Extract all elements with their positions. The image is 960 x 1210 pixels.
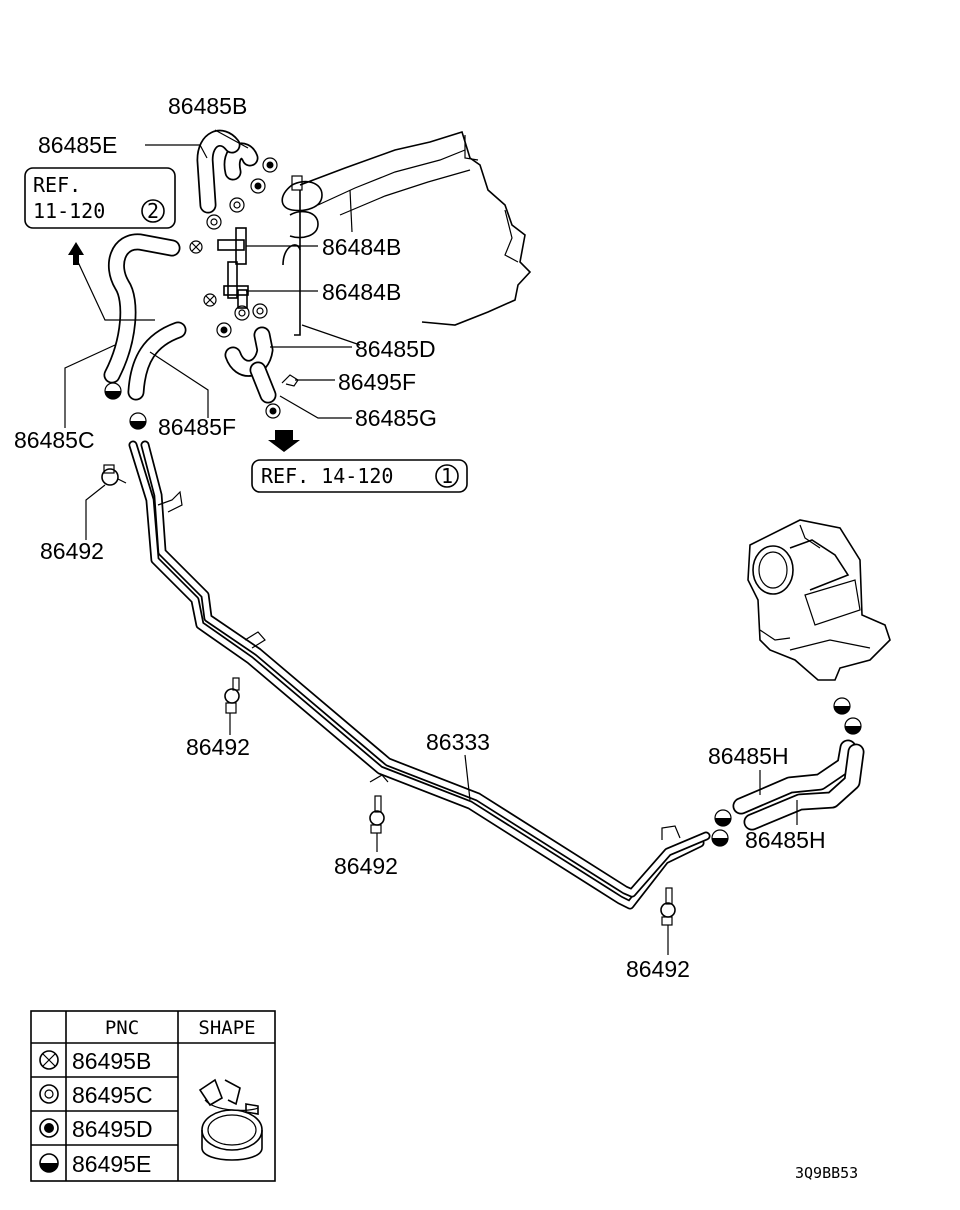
bolt-icon [224,677,240,714]
table-header-pnc: PNC [105,1017,139,1039]
clamp-half-filled-icon [104,382,862,847]
arrow-down-icon [268,430,300,452]
table-header-shape: SHAPE [198,1017,255,1039]
ref-box-line2: 11-120 [33,199,105,223]
upper-hose-assembly [103,129,277,404]
clamp-crossed-icon [189,240,203,254]
label-86485C: 86485C [14,427,95,453]
label-86485F: 86485F [158,414,236,440]
label-86333: 86333 [426,729,490,755]
table-row-pnc: 86495B [72,1048,151,1074]
upper-clamps [104,157,862,847]
table-row-pnc: 86495E [72,1151,151,1177]
double-circle-icon [39,1084,59,1104]
label-86485B: 86485B [168,93,247,119]
transmission-housing-illustration [281,130,532,346]
half-filled-circle-icon [39,1153,59,1173]
label-86484B-lower: 86484B [322,279,401,305]
hose-clamp-shape-icon [198,1078,263,1161]
rear-heater-housing-illustration [747,519,891,681]
label-86492-d: 86492 [626,956,690,982]
ref-box-circle-number: 2 [147,199,159,223]
label-86492-a: 86492 [40,538,104,564]
bolt-icon [369,795,385,834]
clamp-filled-dot-icon [216,157,281,419]
label-86484B-upper: 86484B [322,234,401,260]
ref-box-11-120[interactable]: REF. 11-120 2 [24,167,176,229]
mount-bolts [101,464,676,926]
part-labels: 86485B 86485E 86484B 86484B 86485D 86495… [14,93,826,982]
label-86485H-upper: 86485H [708,743,789,769]
leader-lines [64,129,798,955]
label-86492-b: 86492 [186,734,250,760]
bolt-icon [101,464,127,486]
ref-box-14-120[interactable]: REF. 14-120 1 [251,459,468,493]
label-86485G: 86485G [355,405,437,431]
main-pipe-86333 [128,440,711,910]
cross-circle-icon [39,1050,59,1070]
label-86492-c: 86492 [334,853,398,879]
legend-table: PNC SHAPE 86495B 86495C 86495D 86495E [30,1010,276,1182]
label-86495F: 86495F [338,369,416,395]
ref-arrows [68,242,300,452]
filled-dot-circle-icon [39,1118,59,1138]
label-86485D: 86485D [355,336,436,362]
bolt-icon [660,887,676,926]
ref-box-text: REF. 14-120 [261,464,393,488]
diagram-code: 3Q9BB53 [795,1164,858,1182]
label-86485E: 86485E [38,132,117,158]
clamp-crossed-icon [203,293,217,307]
clamp-double-circle-icon [206,197,268,321]
right-hoses-86485H [732,739,865,831]
arrow-up-icon [68,242,84,265]
ref-box-line1: REF. [33,173,81,197]
table-row-pnc: 86495D [72,1116,153,1142]
label-86485H-lower: 86485H [745,827,826,853]
ref-box-circle-number: 1 [441,464,453,488]
table-row-pnc: 86495C [72,1082,153,1108]
